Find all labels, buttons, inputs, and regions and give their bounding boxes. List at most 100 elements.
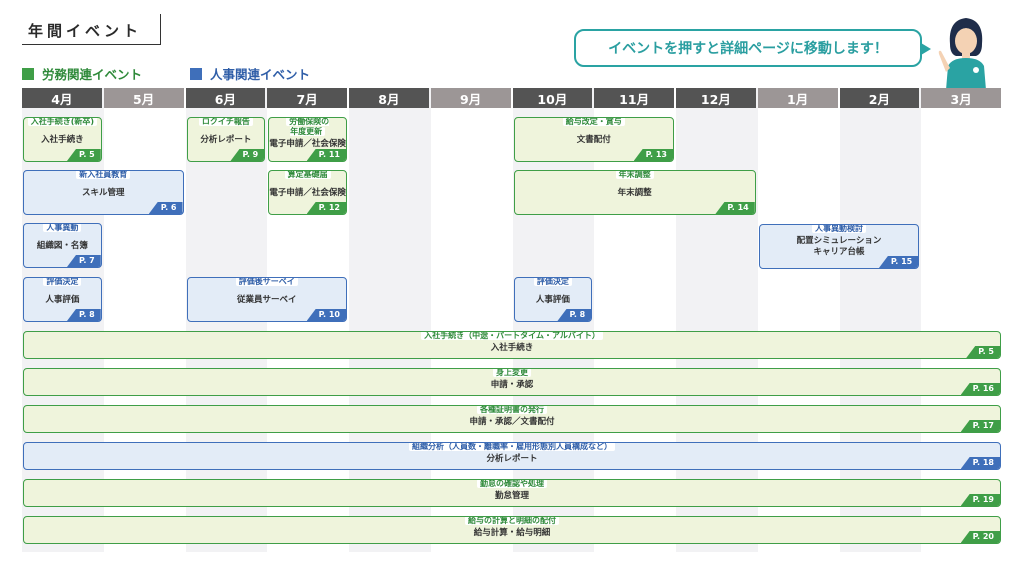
- event-card[interactable]: 組織分析（人員数・離職率・雇用形態別人員構成など） 分析レポート P. 18: [23, 442, 1001, 470]
- page-link[interactable]: P. 14: [715, 202, 755, 214]
- event-description: 分析レポート: [486, 454, 538, 464]
- page-link[interactable]: P. 13: [633, 149, 673, 161]
- month-header: 4月: [22, 88, 102, 108]
- legend-labor-swatch: [22, 67, 34, 80]
- month-header: 6月: [185, 88, 266, 108]
- event-title: 新入社員教育: [24, 171, 183, 180]
- page-title: 年間イベント: [22, 14, 161, 45]
- month-column: [430, 88, 513, 552]
- page-link[interactable]: P. 15: [878, 256, 919, 268]
- page-link[interactable]: P. 5: [966, 346, 1000, 358]
- event-card[interactable]: 給与の計算と明細の配付給与計算・給与明細 P. 20: [23, 516, 1001, 544]
- event-title: 評価決定: [24, 278, 101, 287]
- event-title: 給与改定・賞与: [515, 118, 674, 127]
- month-header: 2月: [839, 88, 920, 108]
- event-title: 各種証明書の発行: [24, 406, 1000, 415]
- event-description: 文書配付: [576, 135, 611, 145]
- month-column: [921, 88, 1003, 552]
- page-link[interactable]: P. 16: [960, 383, 1000, 395]
- event-description: 配置シミュレーションキャリア台帳: [796, 236, 882, 257]
- event-title: 評価決定: [515, 278, 592, 287]
- event-title-text: 労働保険の年度更新: [286, 118, 330, 136]
- event-card[interactable]: 給与改定・賞与文書配付 P. 13: [513, 117, 674, 162]
- callout-bubble: イベントを押すと詳細ページに移動します！: [574, 29, 931, 67]
- page-title-text: 年間イベント: [28, 22, 143, 40]
- event-title: 評価後サーベイ: [188, 278, 347, 287]
- event-title-text: 評価決定: [533, 278, 572, 286]
- event-description: 人事評価: [535, 295, 570, 305]
- event-card[interactable]: 入社手続き(新卒) 入社手続き P. 5: [23, 117, 102, 162]
- month-header: 8月: [349, 88, 429, 108]
- event-description: 電子申請／社会保険: [269, 188, 346, 198]
- event-title-text: 評価後サーベイ: [235, 278, 298, 286]
- month-header: 10月: [512, 88, 593, 108]
- page-link[interactable]: P. 5: [66, 149, 101, 161]
- event-title: 年末調整: [515, 171, 755, 180]
- page-link[interactable]: P. 18: [960, 457, 1000, 469]
- page-link[interactable]: P. 11: [306, 149, 346, 161]
- event-title: 組織分析（人員数・離職率・雇用形態別人員構成など）: [24, 443, 1000, 452]
- event-card[interactable]: 勤怠の確認や処理勤怠管理 P. 19: [23, 479, 1001, 507]
- page-link[interactable]: P. 8: [66, 309, 101, 321]
- event-description: 人事評価: [45, 295, 80, 305]
- event-card[interactable]: 評価決定人事評価 P. 8: [513, 277, 593, 322]
- page-link[interactable]: P. 9: [230, 149, 265, 161]
- legend-labor: 労務関連イベント: [22, 64, 142, 83]
- month-header: 5月: [103, 88, 184, 108]
- event-title-text: 入社手続き(新卒): [27, 118, 98, 126]
- event-description: 年末調整: [617, 188, 652, 198]
- month-header: 11月: [594, 88, 674, 108]
- page-link[interactable]: P. 12: [306, 202, 346, 214]
- callout-text: イベントを押すと詳細ページに移動します！: [608, 41, 888, 57]
- event-card[interactable]: 人事異動組織図・名簿 P. 7: [23, 223, 102, 268]
- page-link[interactable]: P. 7: [66, 255, 101, 267]
- page-link[interactable]: P. 20: [960, 531, 1000, 543]
- event-title-text: ロクイチ報告: [198, 118, 253, 126]
- event-title-text: 人事異動検討: [812, 225, 866, 233]
- month-column: [757, 88, 840, 552]
- event-title-text: 給与の計算と明細の配付: [465, 517, 559, 525]
- event-title-text: 算定基礎届: [284, 171, 331, 179]
- page-link[interactable]: P. 10: [306, 309, 346, 321]
- month-column: [103, 88, 186, 552]
- event-title: 算定基礎届: [269, 171, 346, 180]
- month-header: 9月: [430, 88, 511, 108]
- event-description: 入社手続き: [41, 135, 84, 145]
- event-title-text: 勤怠の確認や処理: [477, 480, 547, 488]
- page-link[interactable]: P. 17: [960, 420, 1000, 432]
- event-card[interactable]: 算定基礎届電子申請／社会保険 P. 12: [268, 170, 347, 215]
- month-column: [839, 88, 922, 552]
- event-description: 電子申請／社会保険: [269, 139, 346, 149]
- event-title: 入社手続き(新卒): [24, 118, 101, 127]
- event-description: 給与計算・給与明細: [473, 528, 551, 538]
- month-column: [676, 88, 758, 552]
- page-link[interactable]: P. 8: [557, 309, 592, 321]
- event-card[interactable]: 新入社員教育スキル管理 P. 6: [23, 170, 184, 215]
- event-description: 組織図・名簿: [36, 241, 88, 251]
- event-title: 人事異動検討: [760, 225, 919, 234]
- event-card[interactable]: 評価決定人事評価 P. 8: [23, 277, 102, 322]
- event-description: スキル管理: [81, 188, 125, 198]
- event-title: 勤怠の確認や処理: [24, 480, 1000, 489]
- guide-avatar-icon: [938, 18, 986, 90]
- event-title: 人事異動: [24, 224, 101, 233]
- event-title-text: 評価決定: [43, 278, 82, 286]
- event-title: 給与の計算と明細の配付: [24, 517, 1000, 526]
- page-link[interactable]: P. 6: [148, 202, 183, 214]
- event-description: 勤怠管理: [494, 491, 529, 501]
- page-link[interactable]: P. 19: [960, 494, 1000, 506]
- month-column: [349, 88, 431, 552]
- event-title: 身上変更: [24, 369, 1000, 378]
- month-header: 7月: [267, 88, 347, 108]
- event-title: 労働保険の年度更新: [269, 118, 346, 137]
- event-title-text: 組織分析（人員数・離職率・雇用形態別人員構成など）: [409, 443, 615, 451]
